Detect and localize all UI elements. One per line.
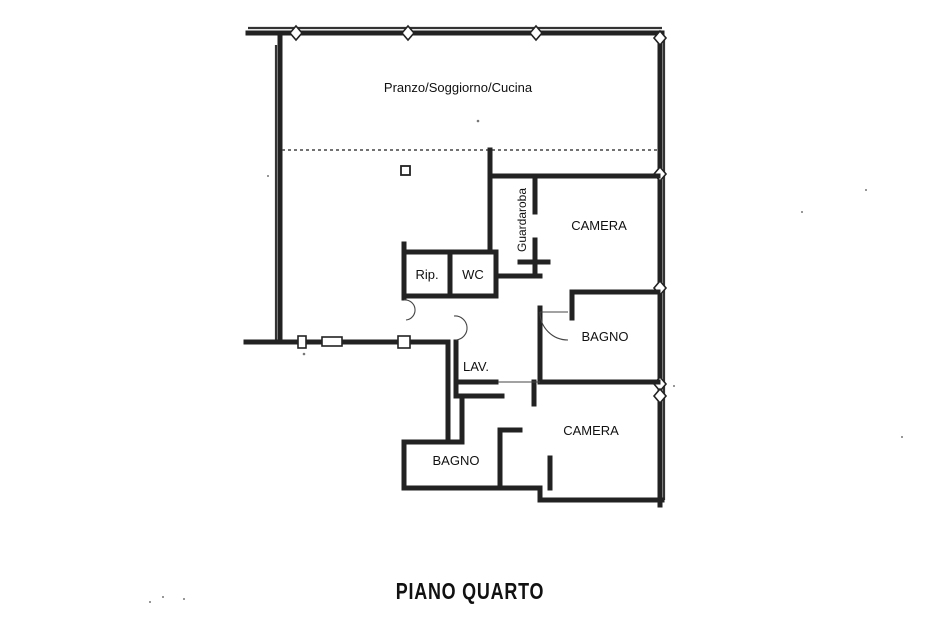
exterior-walls xyxy=(243,26,666,508)
room-label-laundry: LAV. xyxy=(463,359,489,374)
room-label-bedroom-2: CAMERA xyxy=(563,423,619,438)
plan-title: PIANO QUARTO xyxy=(395,578,545,604)
room-label-bathroom-2: BAGNO xyxy=(433,453,480,468)
room-label-wc: WC xyxy=(462,267,484,282)
room-label-bathroom-1: BAGNO xyxy=(582,329,629,344)
room-label-living: Pranzo/Soggiorno/Cucina xyxy=(384,80,533,95)
scan-noise xyxy=(149,119,903,603)
room-label-bedroom-1: CAMERA xyxy=(571,218,627,233)
room-label-storage: Rip. xyxy=(415,267,438,282)
door-swings xyxy=(403,299,569,383)
room-label-wardrobe: Guardaroba xyxy=(515,188,529,252)
column-marker xyxy=(400,165,411,176)
interior-walls xyxy=(401,147,661,491)
